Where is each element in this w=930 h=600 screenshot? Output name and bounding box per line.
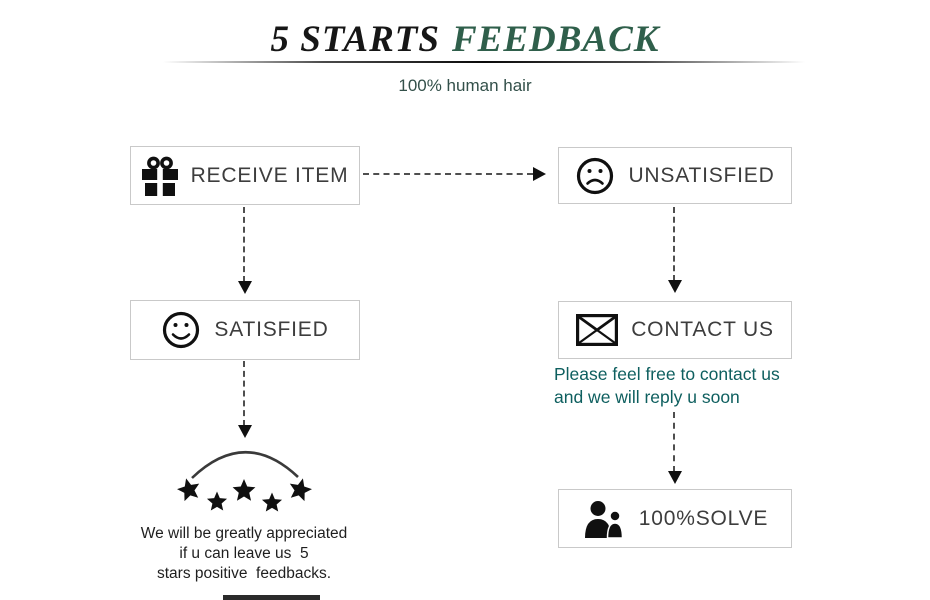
arrow-receive-to-unsatisfied <box>363 167 546 181</box>
arrow-satisfied-to-stars <box>238 361 252 438</box>
star-icon <box>261 492 283 512</box>
stars-note-line3: stars positive feedbacks. <box>156 565 332 582</box>
page-title: 5 STARTS FEEDBACK <box>0 18 930 61</box>
star-icon <box>177 478 200 502</box>
node-unsatisfied: UNSATISFIED <box>558 147 792 204</box>
node-label-contact-us: CONTACT US <box>631 318 774 341</box>
contact-note: Please feel free to contact us and we wi… <box>554 363 814 408</box>
stars-note-line2: if u can leave us 5 <box>179 545 309 562</box>
node-satisfied: SATISFIED <box>130 300 360 360</box>
title-divider <box>163 61 805 63</box>
arrow-contact-to-solve <box>668 412 682 484</box>
node-label-satisfied: SATISFIED <box>214 318 329 341</box>
contact-note-line1: Please feel free to contact us <box>554 364 780 384</box>
title-part-1: 5 STARTS <box>270 19 440 60</box>
title-part-2: FEEDBACK <box>451 19 660 60</box>
subtitle: 100% human hair <box>398 76 532 95</box>
bottom-crop-line <box>223 595 320 600</box>
star-icon <box>289 478 312 502</box>
envelope-icon <box>576 314 619 346</box>
stars-note-line1: We will be greatly appreciated <box>140 525 348 542</box>
stars-arc <box>191 450 299 479</box>
people-icon <box>582 500 626 538</box>
arrow-receive-to-satisfied <box>238 207 252 294</box>
smiley-face-icon <box>161 310 201 350</box>
gift-icon <box>141 156 178 196</box>
node-label-unsatisfied: UNSATISFIED <box>628 163 775 187</box>
sad-face-icon <box>575 156 615 196</box>
five-stars-graphic <box>177 450 312 512</box>
stars-note: We will be greatly appreciated if u can … <box>119 524 369 584</box>
node-receive-item: RECEIVE ITEM <box>130 146 360 205</box>
star-icon <box>206 491 228 511</box>
node-contact-us: CONTACT US <box>558 301 792 359</box>
contact-note-line2: and we will reply u soon <box>554 386 740 407</box>
node-label-solve: 100%SOLVE <box>638 506 769 530</box>
node-solve: 100%SOLVE <box>558 489 792 548</box>
star-icon <box>232 479 256 501</box>
node-label-receive-item: RECEIVE ITEM <box>190 163 349 187</box>
arrow-unsatisfied-to-contact <box>668 207 682 293</box>
